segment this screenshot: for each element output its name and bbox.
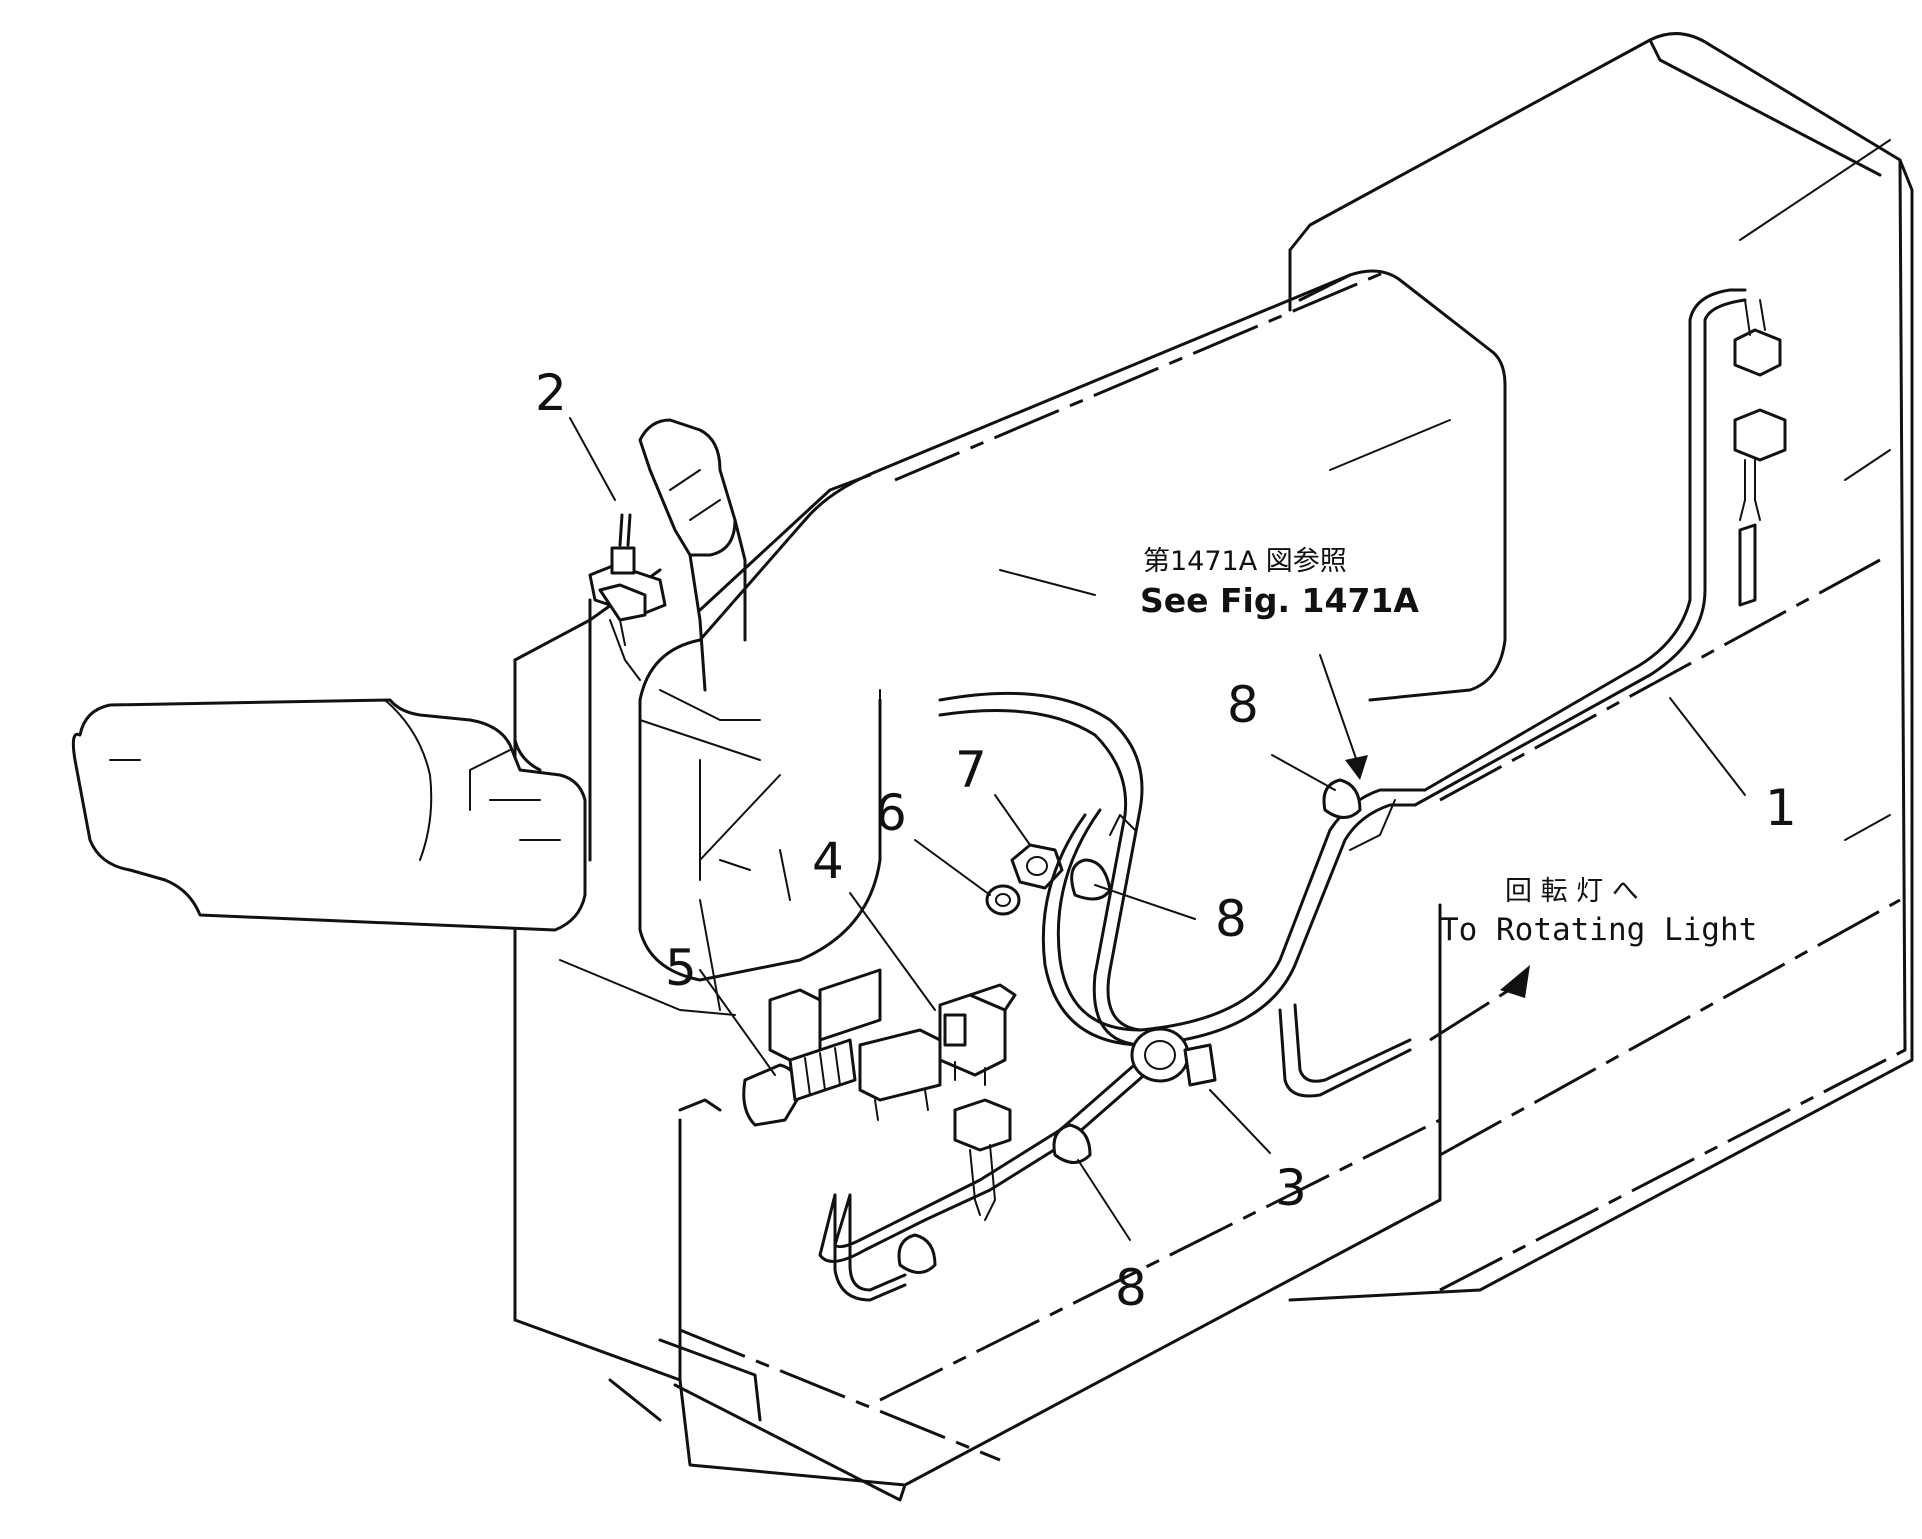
callout-8-upper: 8 <box>1227 676 1259 734</box>
callout-6: 6 <box>875 784 907 842</box>
nut-part-7 <box>1010 843 1064 890</box>
callout-2: 2 <box>535 364 567 422</box>
direction-note: 回 転 灯 へ To Rotating Light <box>1440 876 1757 948</box>
leader-lines <box>569 417 1746 1241</box>
reference-note-english: See Fig. 1471A <box>1140 581 1419 620</box>
callout-8-lower: 8 <box>1115 1259 1147 1317</box>
relay-part-4 <box>938 983 1017 1086</box>
console-body <box>513 32 1914 1502</box>
callout-numbers: 2 1 3 4 5 6 7 8 8 8 <box>535 364 1797 1317</box>
callout-1: 1 <box>1765 779 1797 837</box>
callout-8-middle: 8 <box>1215 890 1247 948</box>
callout-5: 5 <box>665 939 697 997</box>
relay-bracket <box>768 968 942 1121</box>
toggle-switch-part-2 <box>588 513 667 681</box>
callout-4: 4 <box>812 832 844 890</box>
grommet-part-3 <box>1130 1027 1217 1087</box>
washer-part-6 <box>985 884 1021 916</box>
reference-note-japanese: 第1471A 図参照 <box>1143 546 1347 577</box>
direction-note-japanese: 回 転 灯 へ <box>1505 876 1639 907</box>
armrest-cushion <box>71 658 587 932</box>
wiring-harness-part-1 <box>818 288 1787 1302</box>
reference-note: 第1471A 図参照 See Fig. 1471A <box>1140 546 1419 620</box>
clamp-part-8 <box>897 778 1362 1274</box>
callout-3: 3 <box>1275 1159 1307 1217</box>
direction-note-english: To Rotating Light <box>1440 912 1757 948</box>
control-lever <box>638 418 747 692</box>
callout-7: 7 <box>955 741 987 799</box>
